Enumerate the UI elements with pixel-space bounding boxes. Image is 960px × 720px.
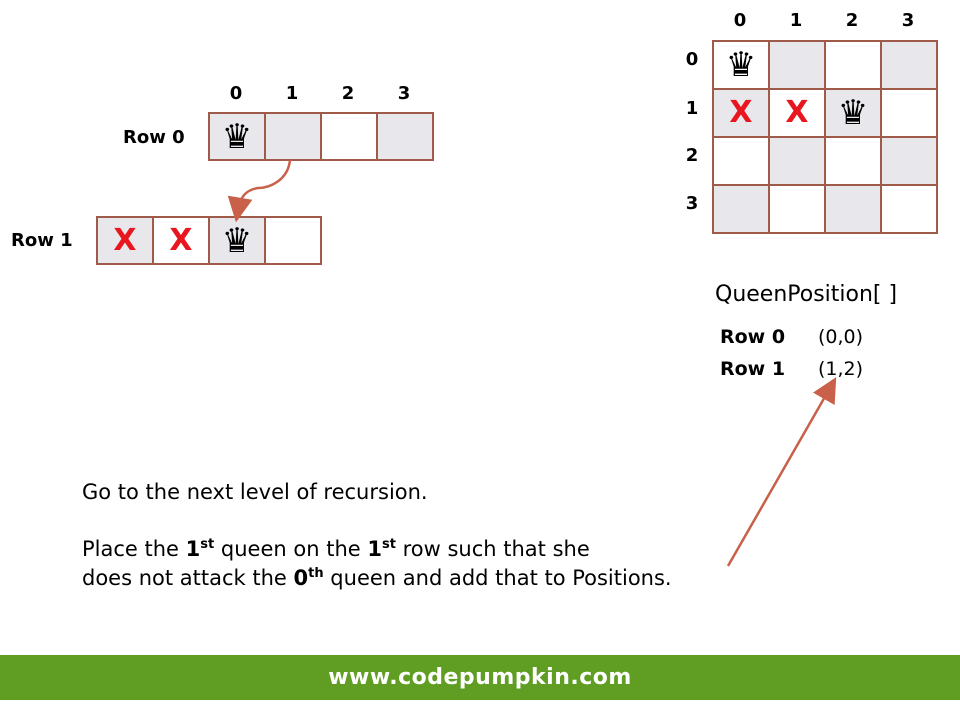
- row1-cell-3: [264, 216, 322, 265]
- row0-cell-2: [320, 112, 378, 161]
- board-cell-2-2: [824, 136, 882, 186]
- board-row-index-3: 3: [685, 193, 699, 214]
- position-arrow: [726, 377, 837, 567]
- board-cell-1-0: X: [712, 88, 770, 138]
- board-cell-2-3: [880, 136, 938, 186]
- board-cell-0-1: [768, 40, 826, 90]
- board-cell-0-0: ♛: [712, 40, 770, 90]
- board-col-index-3: 3: [901, 10, 915, 31]
- col-index-1: 1: [285, 83, 299, 104]
- recursion-arrow: [227, 159, 292, 223]
- row0-cell-1: [264, 112, 322, 161]
- bottom-strip: [0, 700, 960, 720]
- row0-cell-0: ♛: [208, 112, 266, 161]
- board-cell-1-1: X: [768, 88, 826, 138]
- board-col-index-0: 0: [733, 10, 747, 31]
- board-row-index-1: 1: [685, 98, 699, 119]
- board-cell-3-3: [880, 184, 938, 234]
- board-cell-2-1: [768, 136, 826, 186]
- queen-icon: ♛: [725, 45, 757, 85]
- text-line-3: does not attack the 0th queen and add th…: [82, 566, 672, 590]
- queen-icon: ♛: [221, 220, 253, 261]
- board-cell-1-2: ♛: [824, 88, 882, 138]
- board-cell-0-2: [824, 40, 882, 90]
- board-cell-3-2: [824, 184, 882, 234]
- position-row0-label: Row 0: [720, 326, 786, 348]
- board-cell-3-1: [768, 184, 826, 234]
- footer-banner: www.codepumpkin.com: [0, 655, 960, 700]
- position-row1-label: Row 1: [720, 358, 786, 380]
- row1-cell-0: X: [96, 216, 154, 265]
- row0-cell-3: [376, 112, 434, 161]
- x-mark-icon: X: [785, 95, 809, 130]
- x-mark-icon: X: [729, 95, 753, 130]
- row1-cell-1: X: [152, 216, 210, 265]
- board-cell-3-0: [712, 184, 770, 234]
- text-line-1: Go to the next level of recursion.: [82, 480, 428, 504]
- position-row0-value: (0,0): [818, 326, 864, 348]
- footer-url[interactable]: www.codepumpkin.com: [328, 665, 632, 690]
- col-index-2: 2: [341, 83, 355, 104]
- x-mark-icon: X: [113, 222, 137, 258]
- board-col-index-1: 1: [789, 10, 803, 31]
- board-col-index-2: 2: [845, 10, 859, 31]
- positions-title: QueenPosition[ ]: [715, 282, 898, 307]
- board-cell-0-3: [880, 40, 938, 90]
- col-index-0: 0: [229, 83, 243, 104]
- col-index-3: 3: [397, 83, 411, 104]
- board-row-index-2: 2: [685, 145, 699, 166]
- board-cell-1-3: [880, 88, 938, 138]
- x-mark-icon: X: [169, 222, 193, 258]
- text-line-2: Place the 1st queen on the 1st row such …: [82, 537, 590, 561]
- queen-icon: ♛: [837, 93, 869, 133]
- row0-label: Row 0: [123, 127, 185, 148]
- position-row1-value: (1,2): [818, 358, 864, 380]
- board-row-index-0: 0: [685, 49, 699, 70]
- queen-icon: ♛: [221, 116, 253, 157]
- row1-label: Row 1: [11, 230, 73, 251]
- board-cell-2-0: [712, 136, 770, 186]
